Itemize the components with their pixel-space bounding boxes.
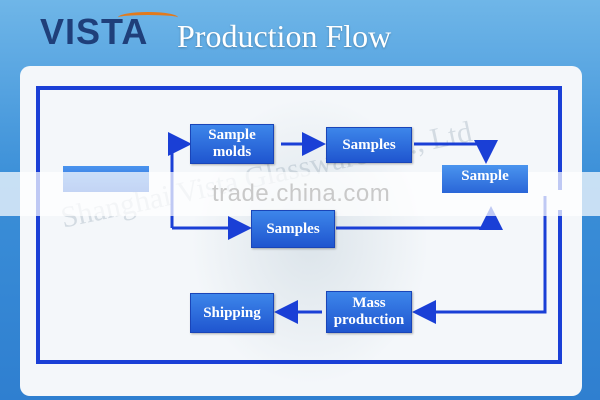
node-mass-production-line2: production [333,312,405,328]
vista-logo: VISTA [40,12,178,52]
node-sample-molds-line2: molds [212,144,252,160]
node-mass-production: Mass production [326,291,412,333]
node-sample-right-label: Sample [461,168,509,184]
node-samples-mid: Samples [251,210,335,248]
node-shipping-label: Shipping [203,304,261,321]
logo-swoosh-icon [118,12,178,23]
header: VISTA Production Flow [0,0,600,62]
node-shipping: Shipping [190,293,274,333]
arrow-samples-mid-to-sample [336,206,503,230]
node-sample-right: Sample [442,165,528,193]
outer-frame-right-top [558,86,562,190]
node-sample-molds: Sample molds [190,124,274,164]
arrow-right-to-mass [412,196,547,324]
node-samples-mid-label: Samples [266,220,320,237]
page-title: Production Flow [177,18,392,54]
arrow-samples-to-sample [414,140,498,164]
site-watermark: trade.china.com [212,180,391,207]
outer-frame [36,86,562,364]
outer-frame-right-bottom [558,210,562,364]
node-samples-top-label: Samples [342,136,396,153]
node-samples-top: Samples [326,127,412,163]
node-sample-molds-line1: Sample [208,127,256,143]
node-mass-production-line1: Mass [352,295,386,311]
